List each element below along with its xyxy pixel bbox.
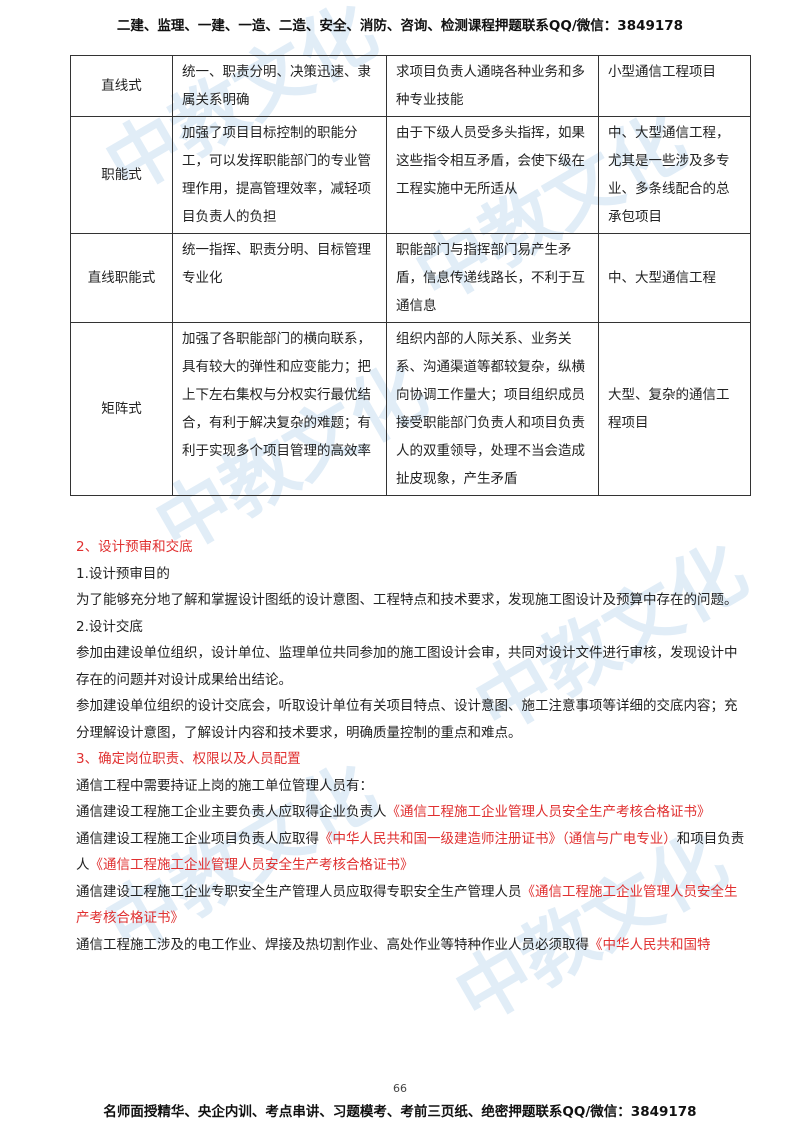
table-cell-type: 职能式 [70,116,173,234]
table-cell-scope: 小型通信工程项目 [598,55,751,117]
table-row: 直线职能式 统一指挥、职责分明、目标管理专业化 职能部门与指挥部门易产生矛盾，信… [70,233,751,323]
table-cell-type: 矩阵式 [70,322,173,496]
page-number: 66 [393,1082,407,1095]
table-cell-scope: 中、大型通信工程 [598,233,751,323]
text-run: 通信工程施工涉及的电工作业、焊接及热切割作业、高处作业等特种作业人员必须取得 [76,936,589,953]
table-cell-type: 直线职能式 [70,233,173,323]
subheading: 2.设计交底 [76,618,143,635]
table-cell-features: 统一、职责分明、决策迅速、隶属关系明确 [172,55,387,117]
text-run: 和项目负责人 [76,830,745,874]
paragraph: 为了能够充分地了解和掌握设计图纸的设计意图、工程特点和技术要求，发现施工图设计及… [76,592,738,608]
paragraph: 通信工程中需要持证上岗的施工单位管理人员有： [76,777,373,794]
body-text: 2、设计预审和交底 1.设计预审目的 为了能够充分地了解和掌握设计图纸的设计意图… [76,534,748,958]
page-footer: 名师面授精华、央企内训、考点串讲、习题模考、考前三页纸、绝密押题联系QQ/微信：… [103,1104,697,1120]
section-heading: 3、确定岗位职责、权限以及人员配置 [76,751,301,767]
certificate-name: 《通信工程施工企业管理人员安全生产考核合格证书》 [386,804,711,820]
table-cell-features: 加强了各职能部门的横向联系，具有较大的弹性和应变能力；把上下左右集权与分权实行最… [172,322,387,496]
paragraph: 参加建设单位组织的设计交底会，听取设计单位有关项目特点、设计意图、施工注意事项等… [76,698,738,741]
section-heading: 2、设计预审和交底 [76,539,193,555]
table-cell-scope: 大型、复杂的通信工程项目 [598,322,751,496]
table-cell-scope: 中、大型通信工程，尤其是一些涉及多专业、多条线配合的总承包项目 [598,116,751,234]
paragraph: 通信工程施工涉及的电工作业、焊接及热切割作业、高处作业等特种作业人员必须取得《中… [76,932,748,959]
table-cell-features: 统一指挥、职责分明、目标管理专业化 [172,233,387,323]
text-run: 通信建设工程施工企业项目负责人应取得 [76,830,319,847]
paragraph: 通信建设工程施工企业项目负责人应取得《中华人民共和国一级建造师注册证书》（通信与… [76,826,748,879]
paragraph: 通信建设工程施工企业专职安全生产管理人员应取得专职安全生产管理人员《通信工程施工… [76,879,748,932]
paragraph: 通信建设工程施工企业主要负责人应取得企业负责人《通信工程施工企业管理人员安全生产… [76,799,748,826]
table-cell-type: 直线式 [70,55,173,117]
table-cell-features: 加强了项目目标控制的职能分工，可以发挥职能部门的专业管理作用，提高管理效率，减轻… [172,116,387,234]
organization-type-table: 直线式 统一、职责分明、决策迅速、隶属关系明确 求项目负责人通晓各种业务和多种专… [70,55,751,496]
page-header: 二建、监理、一建、一造、二造、安全、消防、咨询、检测课程押题联系QQ/微信：38… [116,18,684,34]
certificate-name: 《中华人民共和国一级建造师注册证书》（通信与广电专业） [319,830,677,847]
text-run: 通信建设工程施工企业专职安全生产管理人员应取得专职安全生产管理人员 [76,883,522,900]
certificate-name: 《中华人民共和国特 [589,936,711,953]
table-cell-drawbacks: 组织内部的人际关系、业务关系、沟通渠道等都较复杂，纵横向协调工作量大；项目组织成… [386,322,599,496]
table-row: 矩阵式 加强了各职能部门的横向联系，具有较大的弹性和应变能力；把上下左右集权与分… [70,322,751,496]
subheading: 1.设计预审目的 [76,565,170,582]
table-cell-drawbacks: 求项目负责人通晓各种业务和多种专业技能 [386,55,599,117]
table-row: 职能式 加强了项目目标控制的职能分工，可以发挥职能部门的专业管理作用，提高管理效… [70,116,751,234]
table-cell-drawbacks: 由于下级人员受多头指挥，如果这些指令相互矛盾，会使下级在工程实施中无所适从 [386,116,599,234]
table-cell-drawbacks: 职能部门与指挥部门易产生矛盾，信息传递线路长，不利于互通信息 [386,233,599,323]
text-run: 通信建设工程施工企业主要负责人应取得企业负责人 [76,804,387,820]
certificate-name: 《通信工程施工企业管理人员安全生产考核合格证书》 [89,857,414,873]
table-row: 直线式 统一、职责分明、决策迅速、隶属关系明确 求项目负责人通晓各种业务和多种专… [70,55,751,117]
paragraph: 参加由建设单位组织，设计单位、监理单位共同参加的施工图设计会审，共同对设计文件进… [76,645,738,688]
certificate-name: 《通信工程施工企业管理人员安全生产考核合格证书》 [76,883,738,927]
